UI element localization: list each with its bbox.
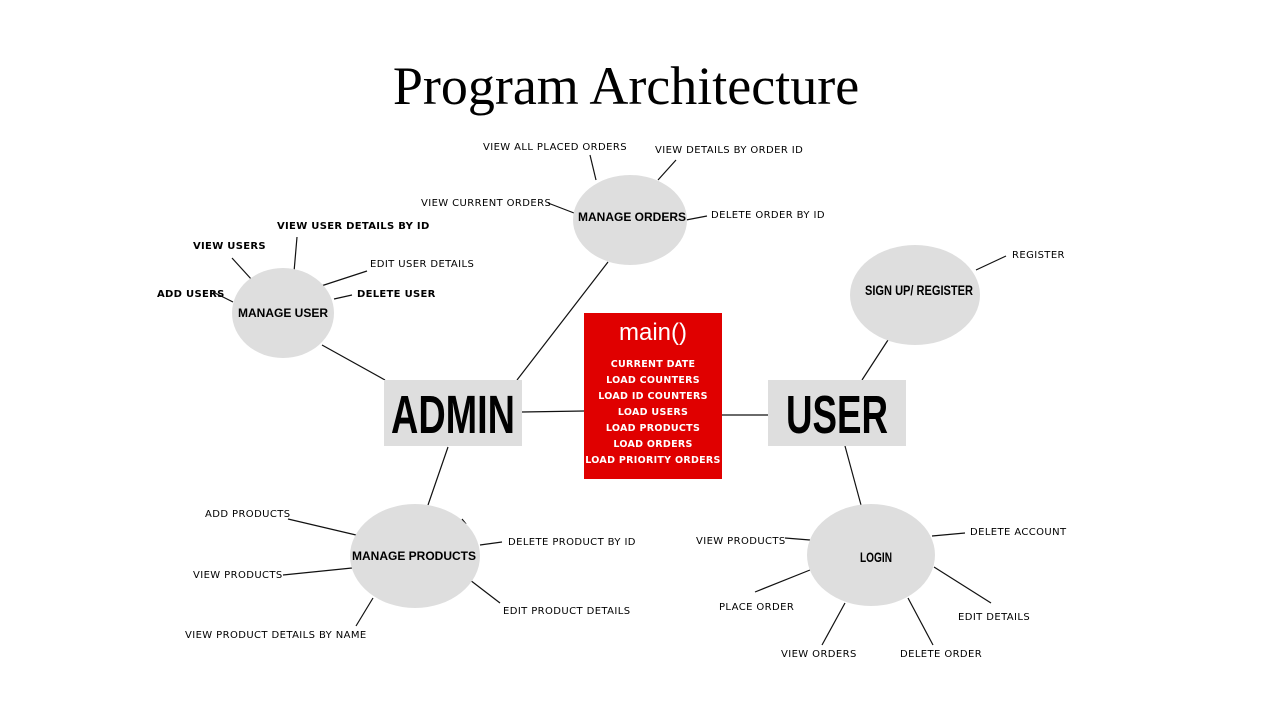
leaf-delete-account: DELETE ACCOUNT bbox=[970, 527, 1067, 538]
leaf-edit-user-details: EDIT USER DETAILS bbox=[370, 259, 474, 270]
leaf-delete-order-by-id: DELETE ORDER BY ID bbox=[711, 210, 825, 221]
main-item: LOAD PRODUCTS bbox=[606, 423, 700, 434]
user-label: USER bbox=[786, 385, 888, 445]
manage-user-label: MANAGE USER bbox=[238, 306, 328, 320]
manage-products-node: MANAGE PRODUCTS bbox=[350, 504, 480, 608]
leaf-delete-order: DELETE ORDER bbox=[900, 649, 982, 660]
leaf-view-user-details-by-id: VIEW USER DETAILS BY ID bbox=[277, 221, 430, 232]
signup-label: SIGN UP/ REGISTER bbox=[865, 282, 973, 298]
leaf-add-users: ADD USERS bbox=[157, 289, 225, 300]
login-label: LOGIN bbox=[860, 549, 892, 565]
main-node: main() CURRENT DATE LOAD COUNTERS LOAD I… bbox=[584, 313, 722, 479]
main-item: CURRENT DATE bbox=[611, 359, 696, 370]
leaf-edit-details: EDIT DETAILS bbox=[958, 612, 1030, 623]
leaf-place-order: PLACE ORDER bbox=[719, 602, 794, 613]
manage-orders-node: MANAGE ORDERS bbox=[573, 175, 687, 265]
main-item: LOAD USERS bbox=[618, 407, 688, 418]
leaf-add-products: ADD PRODUCTS bbox=[205, 509, 291, 520]
manage-user-node: MANAGE USER bbox=[232, 268, 334, 358]
main-item: LOAD ID COUNTERS bbox=[598, 391, 707, 402]
main-item: LOAD COUNTERS bbox=[606, 375, 700, 386]
main-title: main() bbox=[619, 319, 687, 346]
leaf-register: REGISTER bbox=[1012, 250, 1065, 261]
page-title: Program Architecture bbox=[393, 56, 859, 116]
leaf-view-all-placed-orders: VIEW ALL PLACED ORDERS bbox=[483, 142, 627, 153]
leaf-delete-product-by-id: DELETE PRODUCT BY ID bbox=[508, 537, 636, 548]
admin-label: ADMIN bbox=[391, 385, 515, 445]
admin-node: ADMIN bbox=[384, 380, 522, 446]
leaf-view-details-by-order-id: VIEW DETAILS BY ORDER ID bbox=[655, 145, 803, 156]
user-node: USER bbox=[768, 380, 906, 446]
leaf-view-current-orders: VIEW CURRENT ORDERS bbox=[421, 198, 551, 209]
leaf-view-product-details-by-name: VIEW PRODUCT DETAILS BY NAME bbox=[185, 630, 367, 641]
signup-node: SIGN UP/ REGISTER bbox=[850, 245, 980, 345]
leaf-view-products: VIEW PRODUCTS bbox=[193, 570, 283, 581]
leaf-view-products: VIEW PRODUCTS bbox=[696, 536, 786, 547]
manage-orders-label: MANAGE ORDERS bbox=[578, 210, 686, 224]
login-node: LOGIN bbox=[807, 504, 935, 606]
leaf-view-orders: VIEW ORDERS bbox=[781, 649, 857, 660]
leaf-delete-user: DELETE USER bbox=[357, 289, 436, 300]
manage-products-label: MANAGE PRODUCTS bbox=[352, 549, 476, 563]
main-item: LOAD PRIORITY ORDERS bbox=[585, 455, 720, 466]
leaf-view-users: VIEW USERS bbox=[193, 241, 266, 252]
main-item: LOAD ORDERS bbox=[613, 439, 692, 450]
leaf-edit-product-details: EDIT PRODUCT DETAILS bbox=[503, 606, 630, 617]
connectors bbox=[212, 154, 1007, 646]
